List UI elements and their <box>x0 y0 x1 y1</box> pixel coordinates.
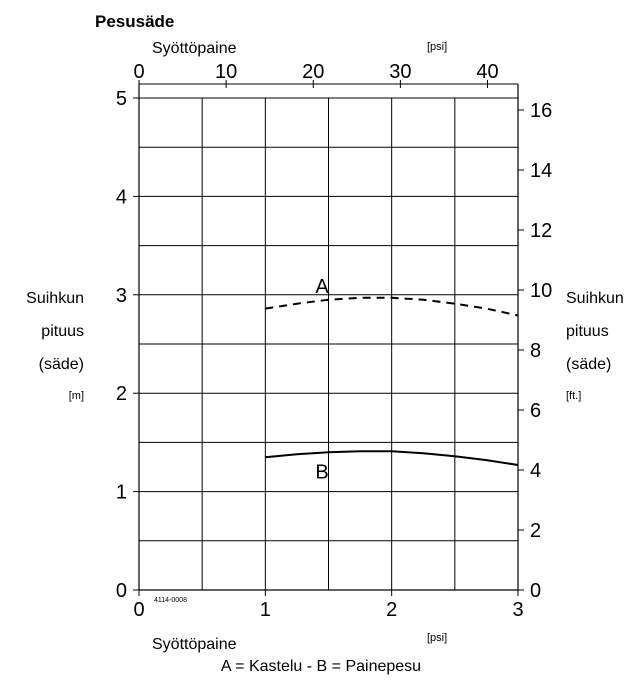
left-axis-label-line-2: pituus <box>41 323 84 340</box>
left-axis-label-line-3: (säde) <box>39 356 84 373</box>
top-tick-label: 10 <box>215 61 237 83</box>
left-tick-label: 3 <box>116 285 127 307</box>
right-tick-label: 0 <box>530 580 541 602</box>
chart-title: Pesusäde <box>95 12 174 31</box>
right-tick-label: 8 <box>530 340 541 362</box>
left-tick-label: 0 <box>116 580 127 602</box>
right-axis-label-line-3: (säde) <box>566 356 611 373</box>
right-tick-label: 4 <box>530 460 541 482</box>
bottom-tick-label: 1 <box>260 599 271 621</box>
top-axis-ticks: 0 10 20 30 40 <box>133 61 499 88</box>
top-tick-label: 0 <box>133 61 144 83</box>
right-tick-label: 16 <box>530 100 552 122</box>
top-tick-label: 40 <box>476 61 498 83</box>
right-tick-label: 6 <box>530 400 541 422</box>
left-axis-title: Suihkun pituus (säde) [m] <box>26 290 84 402</box>
plot-axes <box>138 83 519 591</box>
right-axis-label-line-1: Suihkun <box>566 290 624 307</box>
top-axis-label: Syöttöpaine <box>152 40 237 57</box>
series-label-b: B <box>315 461 328 483</box>
top-axis-unit: [psi] <box>427 41 447 53</box>
right-tick-label: 12 <box>530 220 552 242</box>
bottom-tick-label: 2 <box>386 599 397 621</box>
figure-code: 4114-0008 <box>154 597 187 604</box>
right-tick-label: 10 <box>530 280 552 302</box>
right-tick-label: 14 <box>530 160 552 182</box>
legend-text: A = Kastelu - B = Painepesu <box>221 658 421 675</box>
bottom-tick-label: 3 <box>512 599 523 621</box>
left-tick-label: 2 <box>116 383 127 405</box>
bottom-axis-ticks: 0 1 2 3 <box>133 590 524 621</box>
bottom-axis-unit: [psi] <box>427 632 447 644</box>
right-axis-label-line-2: pituus <box>566 323 609 340</box>
right-axis-ticks: 0 2 4 6 8 10 12 14 16 <box>518 100 552 602</box>
series-line-b <box>265 450 519 466</box>
left-axis-label-line-1: Suihkun <box>26 290 84 307</box>
series-layer: AB <box>265 276 519 483</box>
top-tick-label: 20 <box>302 61 324 83</box>
left-tick-label: 5 <box>116 88 127 110</box>
left-tick-label: 4 <box>116 186 127 208</box>
right-tick-label: 2 <box>530 520 541 542</box>
left-tick-label: 1 <box>116 482 127 504</box>
series-label-a: A <box>315 276 329 298</box>
left-axis-unit: [m] <box>69 390 84 402</box>
right-axis-title: Suihkun pituus (säde) [ft.] <box>566 290 624 402</box>
bottom-axis-label: Syöttöpaine <box>152 636 237 653</box>
left-axis-ticks: 0 1 2 3 4 5 <box>116 88 139 602</box>
bottom-tick-label: 0 <box>133 599 144 621</box>
plot-grid <box>138 97 519 591</box>
right-axis-unit: [ft.] <box>566 390 581 402</box>
series-line-a <box>265 296 519 317</box>
top-tick-label: 30 <box>389 61 411 83</box>
